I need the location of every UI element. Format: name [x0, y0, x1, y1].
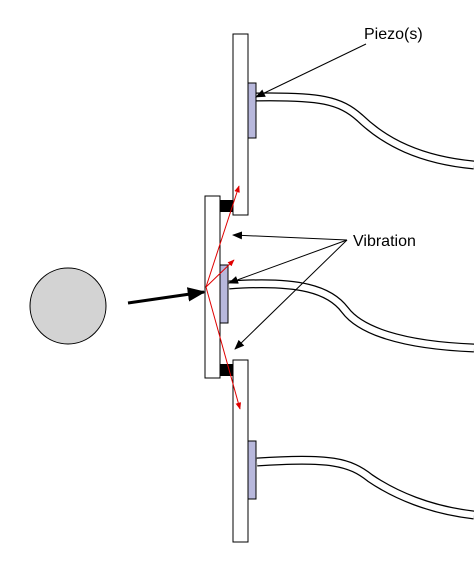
piezo-middle [219, 264, 229, 324]
center-plate [204, 195, 221, 379]
vibration-pointers [228, 231, 348, 350]
vibration-rays [205, 185, 242, 410]
piezo-top [247, 82, 257, 139]
top-plate [232, 33, 249, 216]
mount-upper [220, 200, 233, 212]
bottom-plate [232, 359, 249, 543]
cable-middle [228, 279, 474, 353]
cable-bottom [256, 455, 474, 520]
piezo-label: Piezo(s) [364, 26, 423, 43]
piezo-pointer [255, 43, 367, 98]
ball [29, 267, 107, 345]
piezo-bottom [247, 440, 257, 500]
impact-arrow [127, 287, 206, 305]
cable-top [255, 92, 474, 170]
mount-lower [220, 364, 233, 376]
vibration-label: Vibration [353, 233, 416, 250]
